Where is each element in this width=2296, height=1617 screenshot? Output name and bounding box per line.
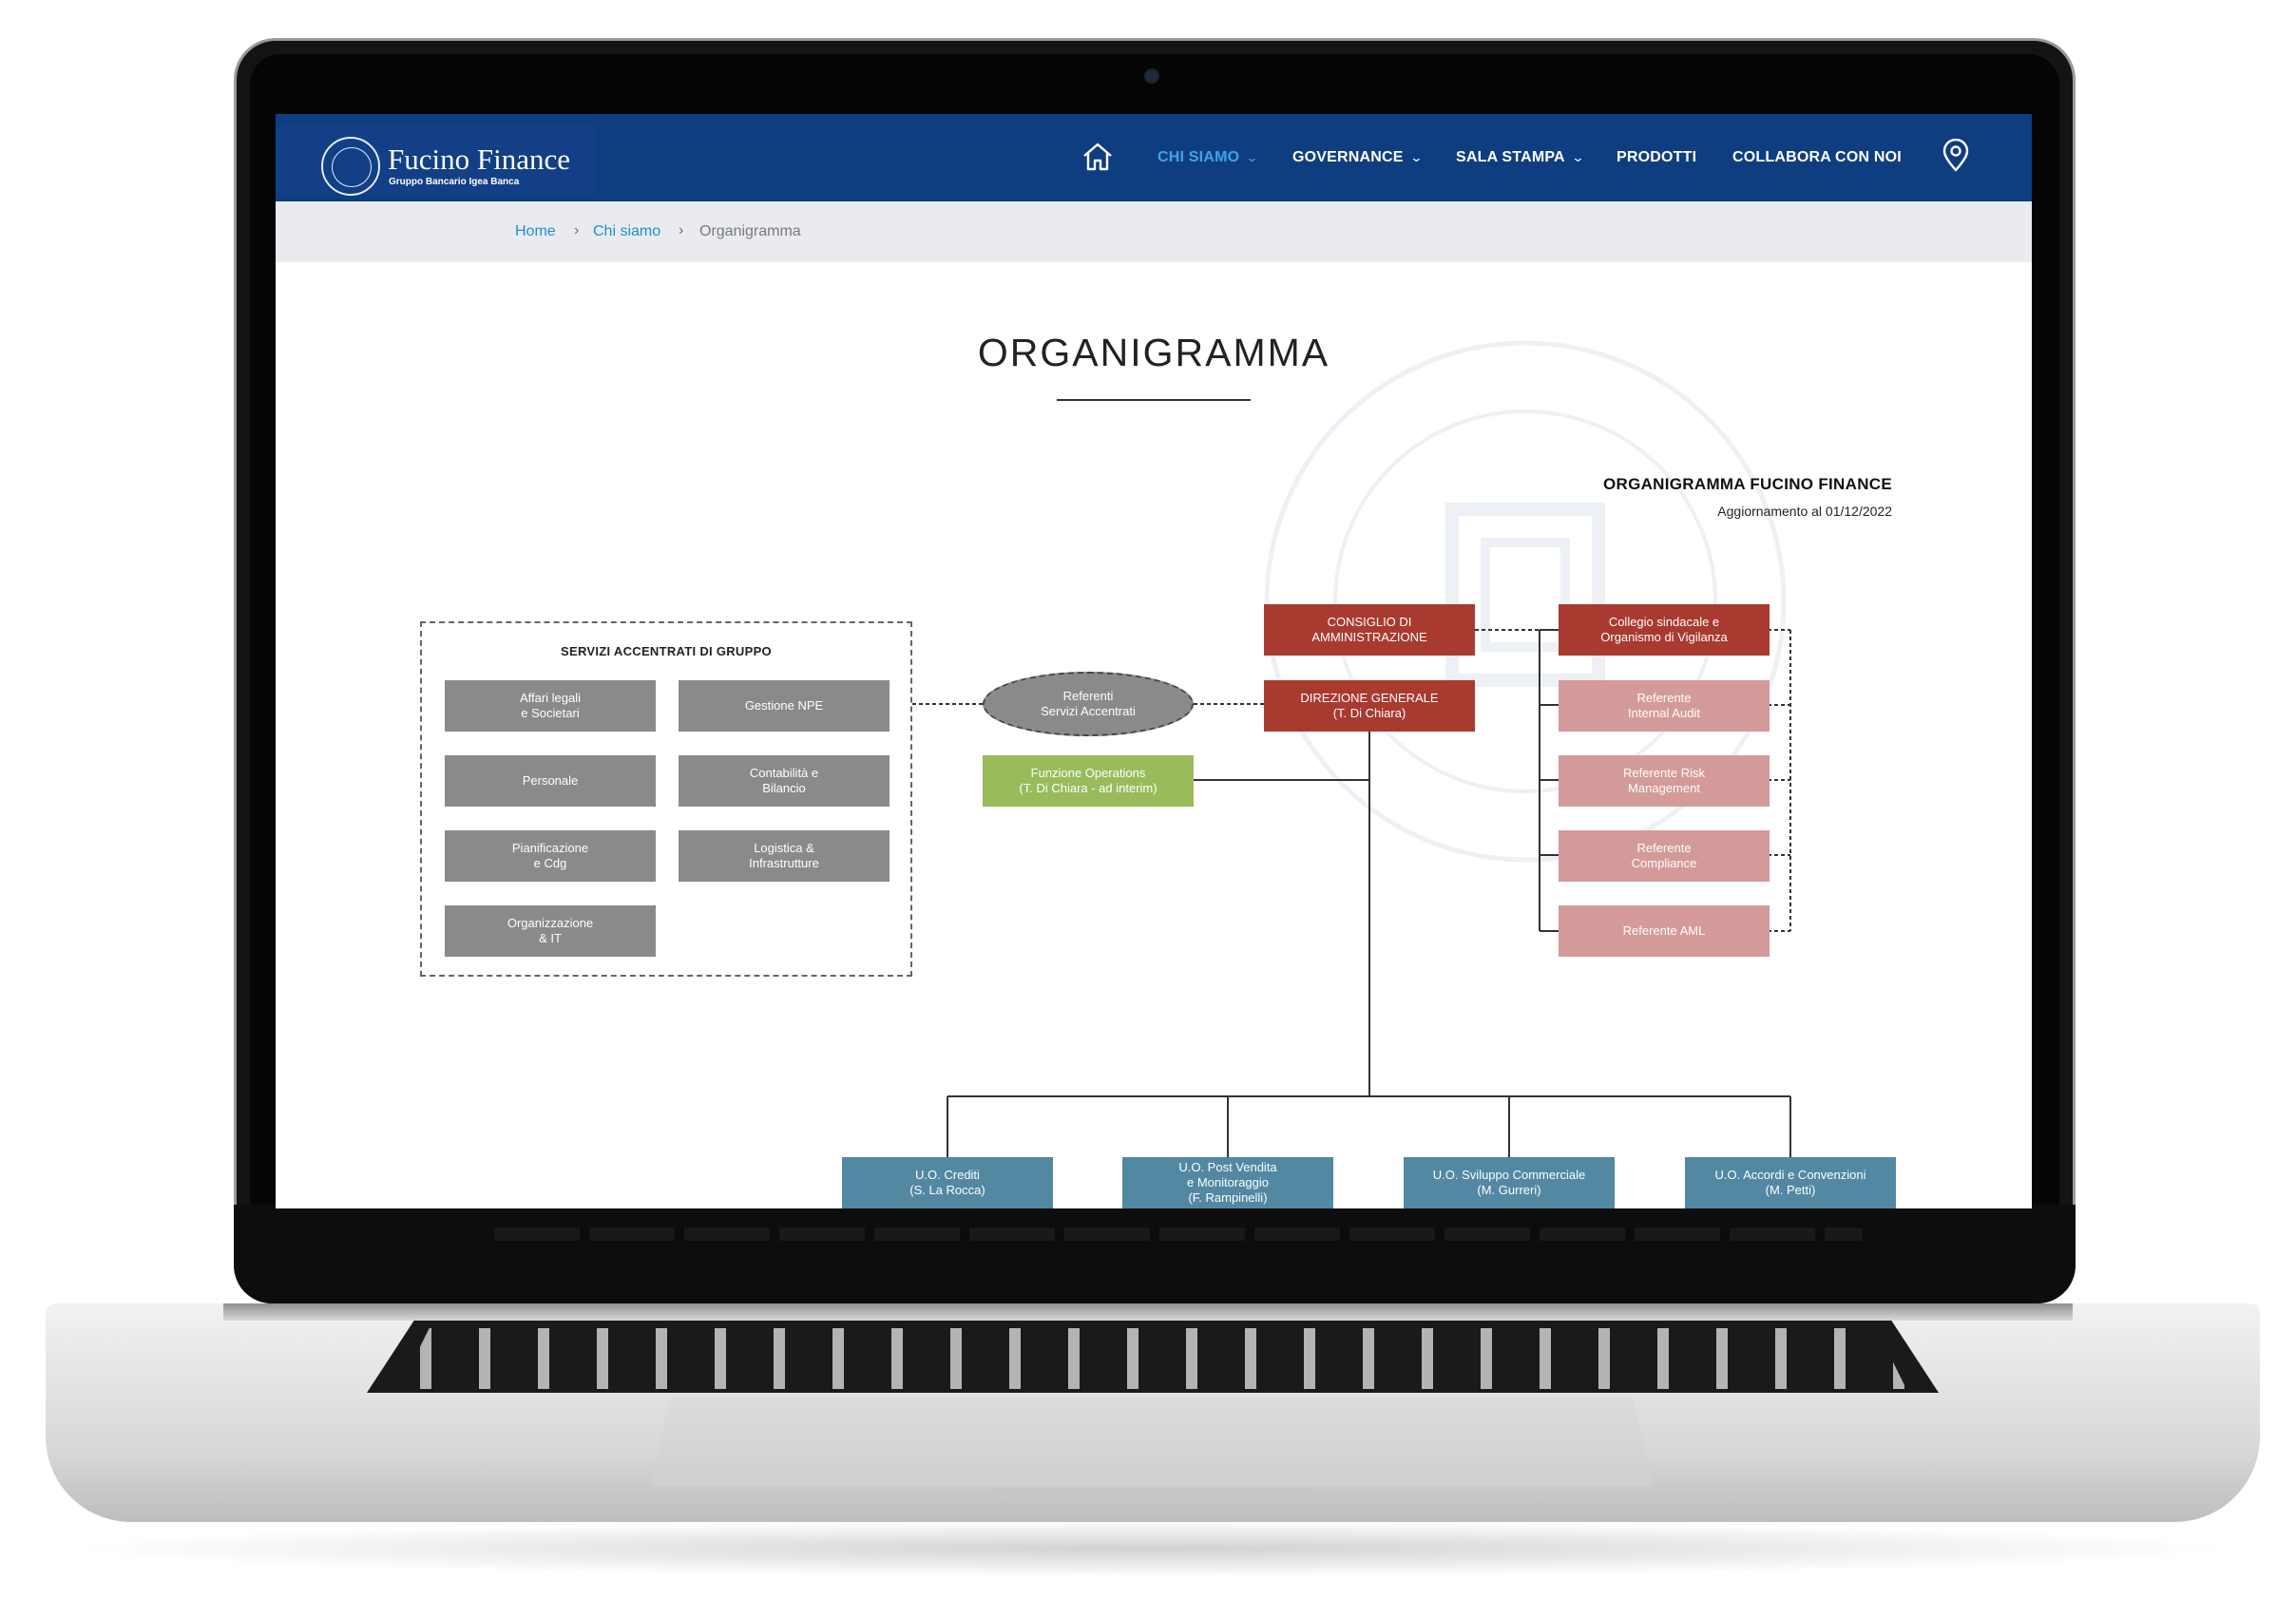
node-consiglio[interactable]: CONSIGLIO DI AMMINISTRAZIONE (1264, 604, 1475, 656)
chevron-right-icon: › (574, 222, 580, 238)
node-internal-audit[interactable]: Referente Internal Audit (1559, 680, 1770, 732)
node-collegio-sindacale[interactable]: Collegio sindacale e Organismo di Vigila… (1559, 604, 1770, 656)
laptop-trackpad (650, 1398, 1654, 1486)
nav-prodotti[interactable]: PRODOTTI (1617, 149, 1697, 165)
org-connectors (912, 629, 1791, 1157)
breadcrumb-chi-siamo[interactable]: Chi siamo (593, 223, 661, 239)
nav-collabora-con-noi[interactable]: COLLABORA CON NOI (1732, 149, 1902, 165)
node-funzione-operations[interactable]: Funzione Operations (T. Di Chiara - ad i… (983, 755, 1194, 807)
service-organizzazione-it[interactable]: Organizzazione & IT (445, 905, 656, 957)
laptop-reflection (494, 1227, 1863, 1241)
service-contabilita[interactable]: Contabilità e Bilancio (679, 755, 890, 807)
laptop-keys (399, 1328, 1906, 1389)
watermark-seal-icon (1264, 340, 1787, 863)
title-divider (1057, 399, 1251, 401)
chevron-down-icon: ⌄ (1409, 150, 1424, 164)
laptop-front-notch (992, 1488, 1311, 1497)
laptop-shadow (57, 1520, 2243, 1577)
node-direzione-generale[interactable]: DIREZIONE GENERALE (T. Di Chiara) (1264, 680, 1475, 732)
unit-post-vendita[interactable]: U.O. Post Vendita e Monitoraggio (F. Ram… (1122, 1157, 1333, 1208)
nav-sala-stampa[interactable]: SALA STAMPA⌄ (1456, 149, 1585, 165)
breadcrumb-home[interactable]: Home (515, 223, 556, 239)
nav-governance[interactable]: GOVERNANCE⌄ (1292, 149, 1424, 165)
site-logo[interactable]: Fucino Finance Gruppo Bancario Igea Banc… (276, 124, 595, 196)
service-logistica[interactable]: Logistica & Infrastrutture (679, 830, 890, 882)
laptop-hinge (234, 1205, 2076, 1303)
nav-chi-siamo[interactable]: CHI SIAMO⌄ (1158, 149, 1260, 165)
breadcrumb: Home › Chi siamo › Organigramma (276, 201, 2032, 262)
breadcrumb-current: Organigramma (699, 223, 801, 239)
org-update-date: Aggiornamento al 01/12/2022 (1717, 504, 1892, 519)
browser-screen: Fucino Finance Gruppo Bancario Igea Banc… (276, 114, 2032, 1208)
top-navbar: Fucino Finance Gruppo Bancario Igea Banc… (276, 114, 2032, 201)
unit-sviluppo-commerciale[interactable]: U.O. Sviluppo Commerciale (M. Gurreri) (1404, 1157, 1615, 1208)
unit-crediti[interactable]: U.O. Crediti (S. La Rocca) (842, 1157, 1053, 1208)
logo-subtitle: Gruppo Bancario Igea Banca (389, 177, 520, 187)
service-affari-legali[interactable]: Affari legali e Societari (445, 680, 656, 732)
service-gestione-npe[interactable]: Gestione NPE (679, 680, 890, 732)
logo-seal-icon (321, 137, 380, 196)
group-services-frame (420, 621, 912, 977)
org-heading: ORGANIGRAMMA FUCINO FINANCE (1602, 475, 1892, 493)
camera-icon (1146, 70, 1158, 82)
service-personale[interactable]: Personale (445, 755, 656, 807)
unit-accordi-convenzioni[interactable]: U.O. Accordi e Convenzioni (M. Petti) (1685, 1157, 1896, 1208)
page-title: ORGANIGRAMMA (977, 331, 1330, 374)
node-compliance[interactable]: Referente Compliance (1559, 830, 1770, 882)
map-pin-icon[interactable] (1939, 139, 1973, 173)
laptop-base-edge (223, 1303, 2073, 1321)
node-referenti-servizi[interactable]: Referenti Servizi Accentrati (983, 672, 1194, 736)
chevron-right-icon: › (679, 222, 684, 238)
node-aml[interactable]: Referente AML (1559, 905, 1770, 957)
home-icon[interactable] (1081, 141, 1114, 173)
chevron-down-icon: ⌄ (1245, 150, 1260, 164)
logo-title: Fucino Finance (388, 143, 570, 176)
service-pianificazione[interactable]: Pianificazione e Cdg (445, 830, 656, 882)
group-services-title: SERVIZI ACCENTRATI DI GRUPPO (561, 644, 772, 658)
chevron-down-icon: ⌄ (1571, 150, 1585, 164)
node-risk-management[interactable]: Referente Risk Management (1559, 755, 1770, 807)
